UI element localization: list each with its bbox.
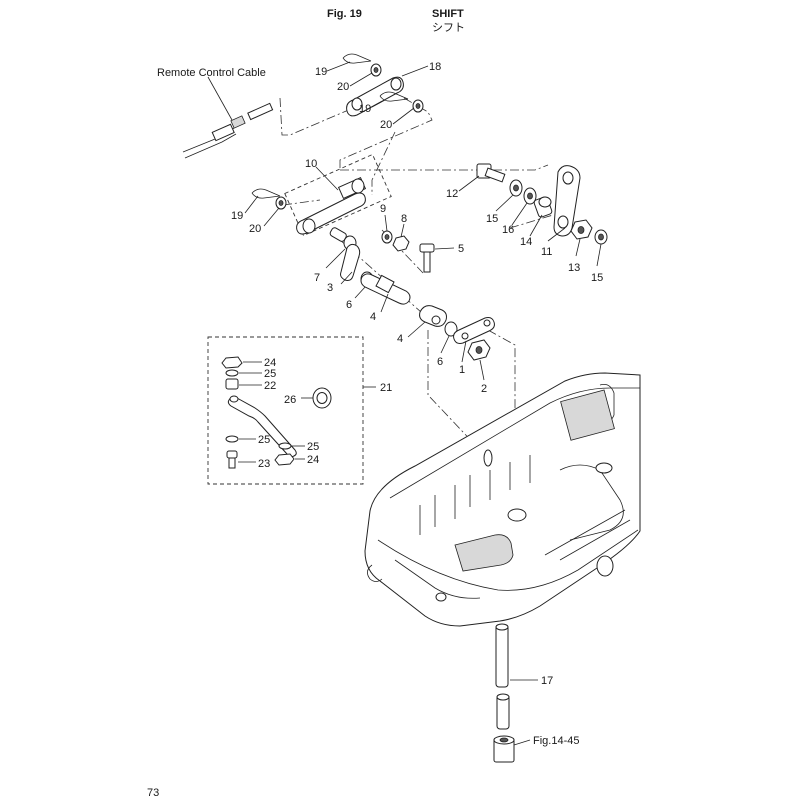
part-washer-15b <box>594 229 608 267</box>
callout-3: 3 <box>327 282 333 294</box>
callout-18: 18 <box>429 61 441 73</box>
figure-number: Fig. 19 <box>327 8 362 20</box>
callout-6b: 6 <box>437 356 443 368</box>
callout-21: 21 <box>380 382 392 394</box>
part-grommet-26 <box>301 387 332 409</box>
callout-10: 10 <box>305 158 317 170</box>
callout-leaders-upper <box>326 61 429 125</box>
callout-5: 5 <box>458 243 464 255</box>
part-clip-19a <box>342 53 372 64</box>
callout-20b: 20 <box>380 119 392 131</box>
part-nut-24a <box>221 356 262 369</box>
part-washer-25a <box>225 369 262 377</box>
part-washer-25c <box>278 442 305 450</box>
part-clip-19c <box>251 188 281 199</box>
part-rod-10 <box>284 153 392 237</box>
part-link-18 <box>346 76 404 117</box>
callout-6a: 6 <box>346 299 352 311</box>
part-nut-8 <box>392 223 410 252</box>
part-shift-rod-17 <box>495 623 538 730</box>
part-washer-16 <box>511 187 537 226</box>
callout-1: 1 <box>459 364 465 376</box>
callout-20a: 20 <box>337 81 349 93</box>
callout-15b: 15 <box>591 272 603 284</box>
part-collar-14 <box>529 196 553 237</box>
part-washer-25b <box>225 435 256 443</box>
part-clip-19b <box>379 91 409 102</box>
callout-25c: 25 <box>307 441 319 453</box>
callout-15a: 15 <box>486 213 498 225</box>
callout-17: 17 <box>541 675 553 687</box>
callout-11: 11 <box>541 246 552 258</box>
callout-leaders-left-mid <box>244 195 280 227</box>
callout-9: 9 <box>380 203 386 215</box>
callout-26: 26 <box>284 394 296 406</box>
callout-22: 22 <box>264 380 276 392</box>
part-lever-3 <box>340 243 361 285</box>
figure-title-japanese: シフト <box>432 22 465 34</box>
part-washer-6b <box>440 321 458 354</box>
part-bolt-5 <box>419 243 455 273</box>
callout-2: 2 <box>481 383 487 395</box>
part-nut-24b <box>274 453 305 466</box>
part-washer-20a <box>370 63 382 77</box>
part-coupling-ref <box>493 735 531 763</box>
part-washer-15a <box>495 179 523 212</box>
part-joint-4a <box>360 273 411 313</box>
callout-numbers: 19 20 18 19 20 10 19 20 9 8 12 15 16 14 … <box>231 61 603 687</box>
callout-8: 8 <box>401 213 407 225</box>
part-washer-20b <box>412 99 424 113</box>
callout-19a: 19 <box>315 66 327 78</box>
part-plate-1 <box>453 317 495 363</box>
callout-23: 23 <box>258 458 270 470</box>
figure-title: SHIFT <box>432 8 464 20</box>
callout-4a: 4 <box>370 311 376 323</box>
part-bolt-23 <box>226 450 256 469</box>
callout-19c: 19 <box>231 210 243 222</box>
part-joint-4b <box>407 305 447 338</box>
callout-16: 16 <box>502 224 514 236</box>
bottom-cowling-housing <box>364 372 641 627</box>
remote-control-cable-label: Remote Control Cable <box>157 67 266 79</box>
callout-7: 7 <box>314 272 320 284</box>
part-link-rod-kit <box>227 395 297 458</box>
part-washer-20c <box>275 196 287 210</box>
part-washer-9 <box>381 214 393 244</box>
callout-14: 14 <box>520 236 532 248</box>
callout-4b: 4 <box>397 333 403 345</box>
callout-19b: 19 <box>359 103 371 115</box>
part-collar-22 <box>225 378 262 390</box>
part-nut-2 <box>467 339 491 381</box>
figure-reference-label: Fig.14-45 <box>533 735 579 747</box>
parts-kit-21 <box>207 336 376 485</box>
callout-24b: 24 <box>307 454 319 466</box>
callout-20c: 20 <box>249 223 261 235</box>
part-nut-13 <box>570 219 593 257</box>
page-number: 73 <box>147 787 159 799</box>
remote-control-cable <box>182 76 274 159</box>
callout-25b: 25 <box>258 434 270 446</box>
callout-12: 12 <box>446 188 458 200</box>
callout-24a: 24 <box>264 357 276 369</box>
callout-25a: 25 <box>264 368 276 380</box>
callout-13: 13 <box>568 262 580 274</box>
part-bolt-12 <box>458 163 506 192</box>
